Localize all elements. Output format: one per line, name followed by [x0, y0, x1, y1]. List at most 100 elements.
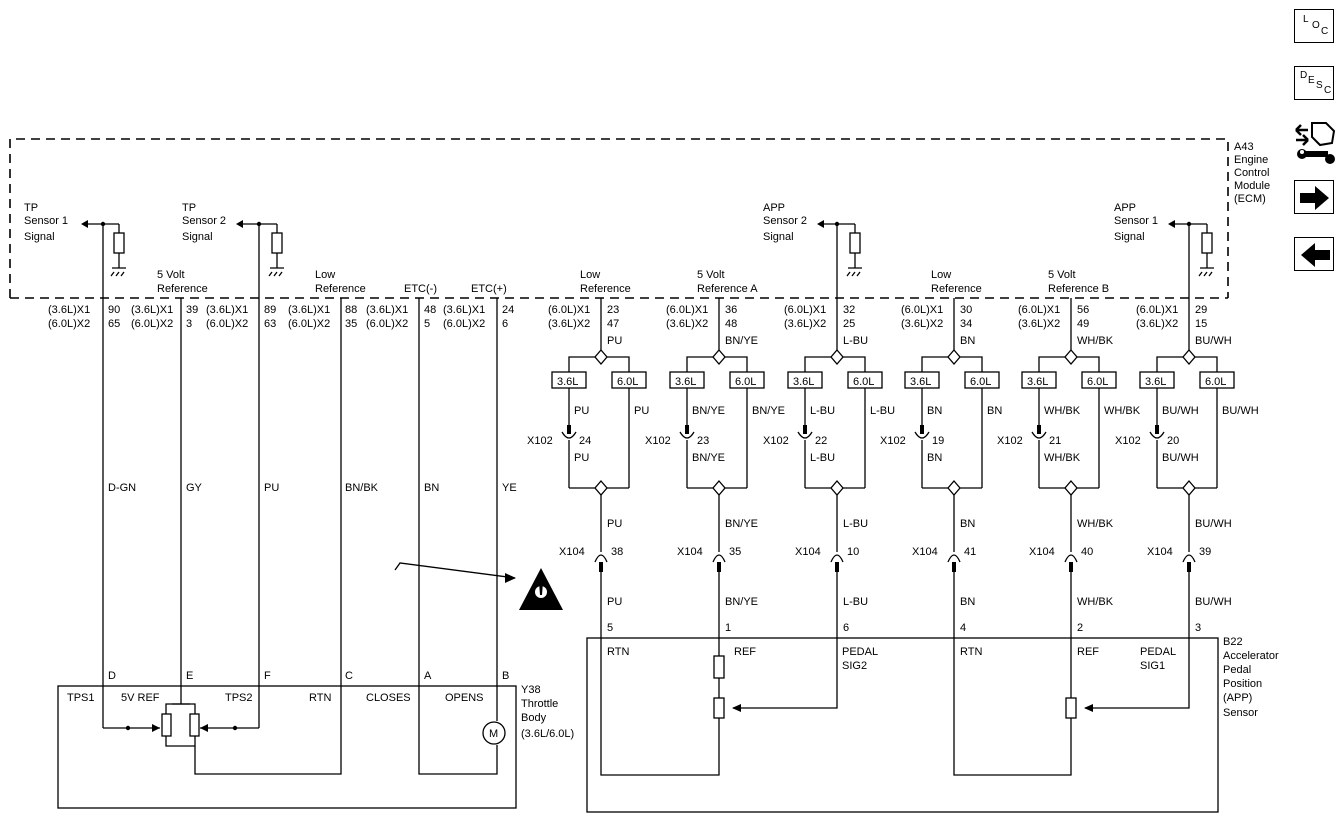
circuit-mid-color: BN — [960, 518, 975, 530]
left-branch-color: WH/BK — [1044, 405, 1081, 417]
connector-wrench-icon[interactable] — [1294, 121, 1338, 167]
svg-text:5 Volt: 5 Volt — [157, 269, 185, 281]
svg-text:Reference: Reference — [315, 283, 366, 295]
circuit-mid-color: L-BU — [843, 518, 868, 530]
location-button[interactable]: L O C — [1294, 9, 1334, 43]
svg-text:65: 65 — [108, 318, 120, 330]
tp-sensor-2-signal: TP Sensor 2 Signal — [182, 202, 284, 277]
x102-pin-number: 24 — [579, 435, 591, 447]
circuit-connector-1: (6.0L)X1 — [901, 304, 943, 316]
right-branch-color: L-BU — [870, 405, 895, 417]
x104-socket — [712, 554, 726, 563]
circuit-bottom-color: BN — [960, 596, 975, 608]
svg-text:PU: PU — [264, 482, 279, 494]
svg-text:B: B — [502, 670, 509, 682]
svg-text:Pedal: Pedal — [1223, 664, 1251, 676]
svg-text:APP: APP — [763, 202, 785, 214]
circuit-connector-2: (3.6L)X2 — [1136, 318, 1178, 330]
engine-tag-60: 6.0L — [970, 376, 991, 388]
svg-text:TP: TP — [182, 202, 196, 214]
svg-text:(6.0L)X2: (6.0L)X2 — [131, 318, 173, 330]
svg-text:Sensor 2: Sensor 2 — [182, 215, 226, 227]
left-branch-color: BN — [927, 405, 942, 417]
engine-tag-36: 3.6L — [1145, 376, 1166, 388]
svg-text:B22: B22 — [1223, 636, 1243, 648]
splice-top — [594, 349, 608, 365]
svg-text:Signal: Signal — [24, 231, 55, 243]
svg-text:88: 88 — [345, 304, 357, 316]
svg-text:Low: Low — [580, 269, 600, 281]
right-branch-color: WH/BK — [1104, 405, 1141, 417]
circuit-bottom-color: L-BU — [843, 596, 868, 608]
svg-text:Reference: Reference — [580, 283, 631, 295]
svg-text:PEDAL: PEDAL — [1140, 646, 1176, 658]
svg-text:APP: APP — [1114, 202, 1136, 214]
engine-tag-60: 6.0L — [617, 376, 638, 388]
x102-label: X102 — [997, 435, 1023, 447]
svg-text:PEDAL: PEDAL — [842, 646, 878, 658]
circuit-pin-1: 56 — [1077, 304, 1089, 316]
splice-branches — [1156, 356, 1218, 372]
svg-text:D-GN: D-GN — [108, 482, 136, 494]
circuit-ecm-color: PU — [607, 335, 622, 347]
svg-text:(6.0L)X2: (6.0L)X2 — [288, 318, 330, 330]
circuit-pin-2: 47 — [607, 318, 619, 330]
svg-text:Throttle: Throttle — [521, 698, 558, 710]
x102-pin — [1155, 425, 1159, 434]
x104-label: X104 — [1147, 546, 1173, 558]
ecm-boundary — [9, 138, 1229, 298]
app-pin-number: 5 — [607, 622, 613, 634]
circuit-mid-color: BN/YE — [725, 518, 758, 530]
splice-bottom — [830, 480, 844, 496]
description-button[interactable]: D E S C — [1294, 66, 1334, 100]
x102-pin-number: 20 — [1167, 435, 1179, 447]
x102-pin-number: 23 — [697, 435, 709, 447]
svg-text:C: C — [345, 670, 353, 682]
x102-pin — [803, 425, 807, 434]
x102-socket — [1031, 431, 1047, 439]
svg-text:(3.6L)X1: (3.6L)X1 — [48, 304, 90, 316]
x102-pin — [920, 425, 924, 434]
svg-text:6: 6 — [502, 318, 508, 330]
previous-page-button[interactable] — [1294, 237, 1334, 271]
app-pin-number: 6 — [843, 622, 849, 634]
app-pin-number: 2 — [1077, 622, 1083, 634]
ecm-label: A43 Engine Control Module (ECM) — [1234, 141, 1270, 205]
engine-tag-60: 6.0L — [853, 376, 874, 388]
loc-letter-l: L — [1303, 14, 1309, 25]
svg-text:BN/BK: BN/BK — [345, 482, 379, 494]
svg-text:E: E — [186, 670, 193, 682]
right-branch-color: BN — [987, 405, 1002, 417]
svg-text:ETC(-): ETC(-) — [404, 283, 437, 295]
engine-tag-60: 6.0L — [1087, 376, 1108, 388]
svg-text:A: A — [424, 670, 432, 682]
circuit-pin-2: 49 — [1077, 318, 1089, 330]
engine-tag-60: 6.0L — [1205, 376, 1226, 388]
x102-label: X102 — [763, 435, 789, 447]
splice-bottom — [594, 480, 608, 496]
x104-label: X104 — [677, 546, 703, 558]
svg-text:(3.6L/6.0L): (3.6L/6.0L) — [521, 728, 574, 740]
right-arrow-icon — [1300, 186, 1329, 210]
splice-bottom — [1064, 480, 1078, 496]
svg-text:Reference A: Reference A — [697, 283, 758, 295]
svg-text:(3.6L)X1: (3.6L)X1 — [443, 304, 485, 316]
svg-text:Signal: Signal — [1114, 231, 1145, 243]
circuit-pin-2: 34 — [960, 318, 972, 330]
svg-text:SIG2: SIG2 — [842, 660, 867, 672]
svg-text:(APP): (APP) — [1223, 692, 1252, 704]
circuit-pin-2: 48 — [725, 318, 737, 330]
svg-text:63: 63 — [264, 318, 276, 330]
cross-reference-arrow — [394, 562, 516, 583]
x104-label: X104 — [795, 546, 821, 558]
circuit-connector-2: (3.6L)X2 — [548, 318, 590, 330]
svg-text:90: 90 — [108, 304, 120, 316]
app-sensor-2-signal: APP Sensor 2 Signal — [763, 202, 862, 277]
schematic-svg: A43 Engine Control Module (ECM) TP Senso… — [9, 138, 1279, 813]
next-page-button[interactable] — [1294, 180, 1334, 214]
x102-socket — [914, 431, 930, 439]
desc-letter-s: S — [1316, 80, 1323, 91]
